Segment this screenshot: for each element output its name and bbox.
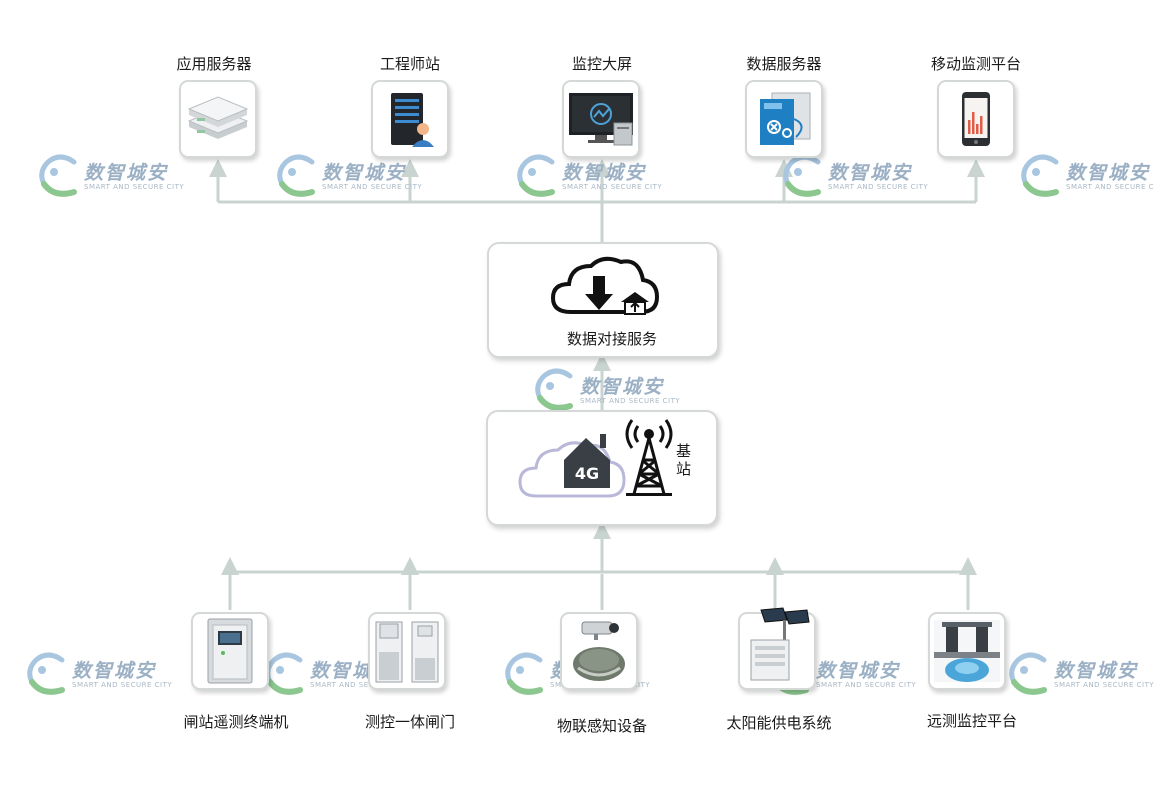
- top-node-label: 移动监测平台: [930, 55, 1021, 73]
- watermark-title: 数智城安: [72, 660, 157, 682]
- watermark-subtitle: SMART AND SECURE CITY: [72, 681, 173, 689]
- watermark-title: 数智城安: [828, 162, 913, 184]
- solar-power-node[interactable]: [738, 607, 816, 690]
- watermark-subtitle: SMART AND SECURE CITY: [580, 397, 681, 405]
- watermark-title: 数智城安: [816, 660, 901, 682]
- bottom-node-label: 远测监控平台: [926, 712, 1017, 730]
- integrated-gate-icon: [375, 621, 439, 683]
- cell-tower-icon: [625, 419, 673, 496]
- integrated-gate-node[interactable]: [368, 612, 446, 690]
- bottom-node-label: 物联感知设备: [556, 717, 647, 735]
- watermark-logo-icon: [1021, 154, 1059, 197]
- watermark-title: 数智城安: [84, 162, 169, 184]
- top-node-label: 监控大屏: [571, 55, 632, 73]
- engineer-workstation-icon: [391, 93, 434, 147]
- rack-server-icon: [187, 96, 249, 139]
- watermark-title: 数智城安: [1066, 162, 1151, 184]
- network-hub[interactable]: 4G 基 站: [486, 410, 718, 526]
- watermark-logo-icon: [535, 368, 573, 411]
- watermark-logo-icon: [517, 154, 555, 197]
- remote-monitor-node[interactable]: [928, 612, 1006, 690]
- watermark-logo-icon: [1009, 652, 1047, 695]
- watermark-subtitle: SMART AND SECURE CITY: [828, 183, 929, 191]
- data-service-hub[interactable]: 数据对接服务: [487, 242, 719, 358]
- watermark-logo-icon: [505, 652, 543, 695]
- watermark-subtitle: SMART AND SECURE CITY: [816, 681, 917, 689]
- iot-sensor-node[interactable]: [560, 612, 638, 690]
- base-station-label-line2: 站: [676, 460, 692, 478]
- watermark-subtitle: SMART AND SECURE CITY: [310, 681, 411, 689]
- bottom-node-label: 测控一体闸门: [364, 713, 455, 731]
- watermark-subtitle: SMART AND SECURE CITY: [84, 183, 185, 191]
- app-server-node[interactable]: [179, 80, 257, 158]
- bottom-node-label: 闸站遥测终端机: [183, 713, 289, 731]
- watermark-logo-icon: [277, 154, 315, 197]
- base-station-label-line1: 基: [676, 442, 692, 460]
- data-service-label: 数据对接服务: [567, 330, 658, 348]
- watermark-subtitle: SMART AND SECURE CITY: [1066, 183, 1154, 191]
- solar-power-icon: [750, 607, 810, 681]
- cloud-4g-icon: 4G: [518, 434, 626, 498]
- watermark-logo-icon: [39, 154, 77, 197]
- camera-sensor-icon: [573, 621, 625, 681]
- base-station-label: 基 站: [676, 442, 691, 478]
- top-node-label: 工程师站: [379, 55, 440, 73]
- badge-4g: 4G: [575, 464, 599, 483]
- control-cabinet-icon: [207, 618, 253, 684]
- cloud-transfer-icon: [550, 256, 660, 315]
- watermark-title: 数智城安: [580, 376, 665, 398]
- monitor-screen-node[interactable]: [562, 80, 640, 158]
- bottom-node-label: 太阳能供电系统: [726, 714, 832, 732]
- engineer-station-node[interactable]: [371, 80, 449, 158]
- watermark-subtitle: SMART AND SECURE CITY: [322, 183, 423, 191]
- watermark-title: 数智城安: [562, 162, 647, 184]
- watermark-title: 数智城安: [1054, 660, 1139, 682]
- watermark-logo-icon: [27, 652, 65, 695]
- top-node-label: 应用服务器: [176, 55, 252, 73]
- rtu-terminal-node[interactable]: [191, 612, 269, 690]
- watermark-logo-icon: [783, 154, 821, 197]
- watermark-subtitle: SMART AND SECURE CITY: [1054, 681, 1154, 689]
- data-server-icon: [760, 92, 811, 145]
- data-server-node[interactable]: [745, 80, 823, 158]
- watermark-subtitle: SMART AND SECURE CITY: [562, 183, 663, 191]
- top-node-label: 数据服务器: [746, 55, 822, 73]
- mobile-phone-icon: [962, 92, 990, 146]
- watermark-title: 数智城安: [322, 162, 407, 184]
- sluice-gate-icon: [934, 620, 1000, 682]
- monitor-screen-icon: [569, 93, 633, 146]
- mobile-platform-node[interactable]: [937, 80, 1015, 158]
